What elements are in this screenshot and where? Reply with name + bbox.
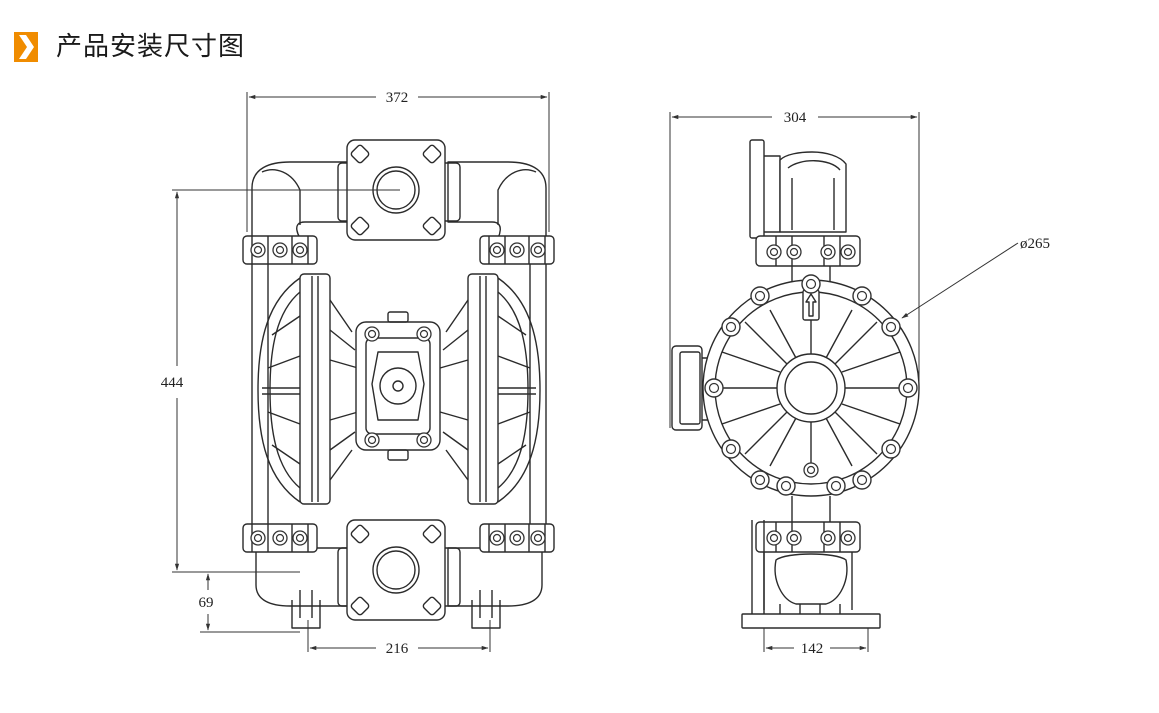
dimension-foot-width: 142 <box>801 641 824 657</box>
dimension-inlet-height: 69 <box>199 595 214 611</box>
center-block <box>355 311 441 461</box>
dimension-foot-spacing: 216 <box>386 641 409 657</box>
dimension-height: 444 <box>161 375 184 391</box>
front-view <box>242 139 555 629</box>
chevron-right-icon <box>14 32 38 62</box>
section-header: 产品安装尺寸图 <box>14 30 245 64</box>
dimension-width: 372 <box>386 90 409 106</box>
front-dimensions <box>172 92 550 652</box>
left-chamber <box>257 273 359 505</box>
section-title: 产品安装尺寸图 <box>56 32 246 62</box>
right-chamber <box>439 273 541 505</box>
bottom-manifold <box>255 519 543 629</box>
side-dimensions <box>669 112 1019 652</box>
dimension-diaphragm-diameter: ø265 <box>1020 236 1050 252</box>
dimension-depth: 304 <box>784 110 807 126</box>
side-view <box>671 139 920 629</box>
